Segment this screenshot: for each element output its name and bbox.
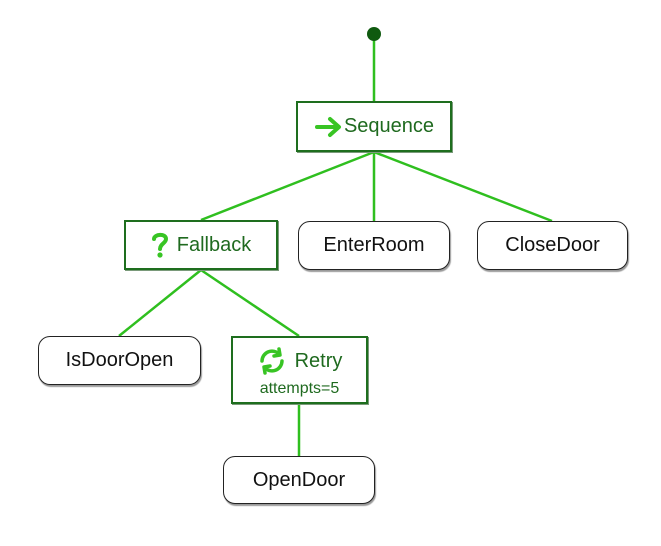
question-mark-icon	[151, 231, 169, 259]
isdooropen-node[interactable]: IsDoorOpen	[38, 336, 201, 385]
closedoor-label: CloseDoor	[505, 234, 600, 256]
root-dot	[367, 27, 381, 41]
fallback-node[interactable]: Fallback	[124, 220, 278, 270]
retry-attempts: attempts=5	[259, 380, 340, 397]
isdooropen-label: IsDoorOpen	[65, 349, 174, 371]
refresh-cycle-icon	[257, 346, 287, 376]
opendoor-label: OpenDoor	[252, 468, 346, 491]
retry-label: Retry	[294, 349, 343, 372]
opendoor-node[interactable]: OpenDoor	[223, 456, 375, 504]
sequence-label: Sequence	[343, 115, 435, 137]
edge-fallback-retry	[200, 268, 300, 338]
enterroom-label: EnterRoom	[323, 234, 425, 256]
edge-sequence-fallback	[200, 150, 375, 222]
fallback-label: Fallback	[176, 233, 252, 256]
closedoor-node[interactable]: CloseDoor	[477, 221, 628, 270]
edge-fallback-isdooropen	[118, 269, 202, 337]
edge-sequence-closedoor	[373, 150, 553, 223]
arrow-right-icon	[314, 116, 344, 138]
retry-node[interactable]: Retry attempts=5	[231, 336, 368, 404]
enterroom-node[interactable]: EnterRoom	[298, 221, 450, 270]
sequence-node[interactable]: Sequence	[296, 101, 452, 152]
